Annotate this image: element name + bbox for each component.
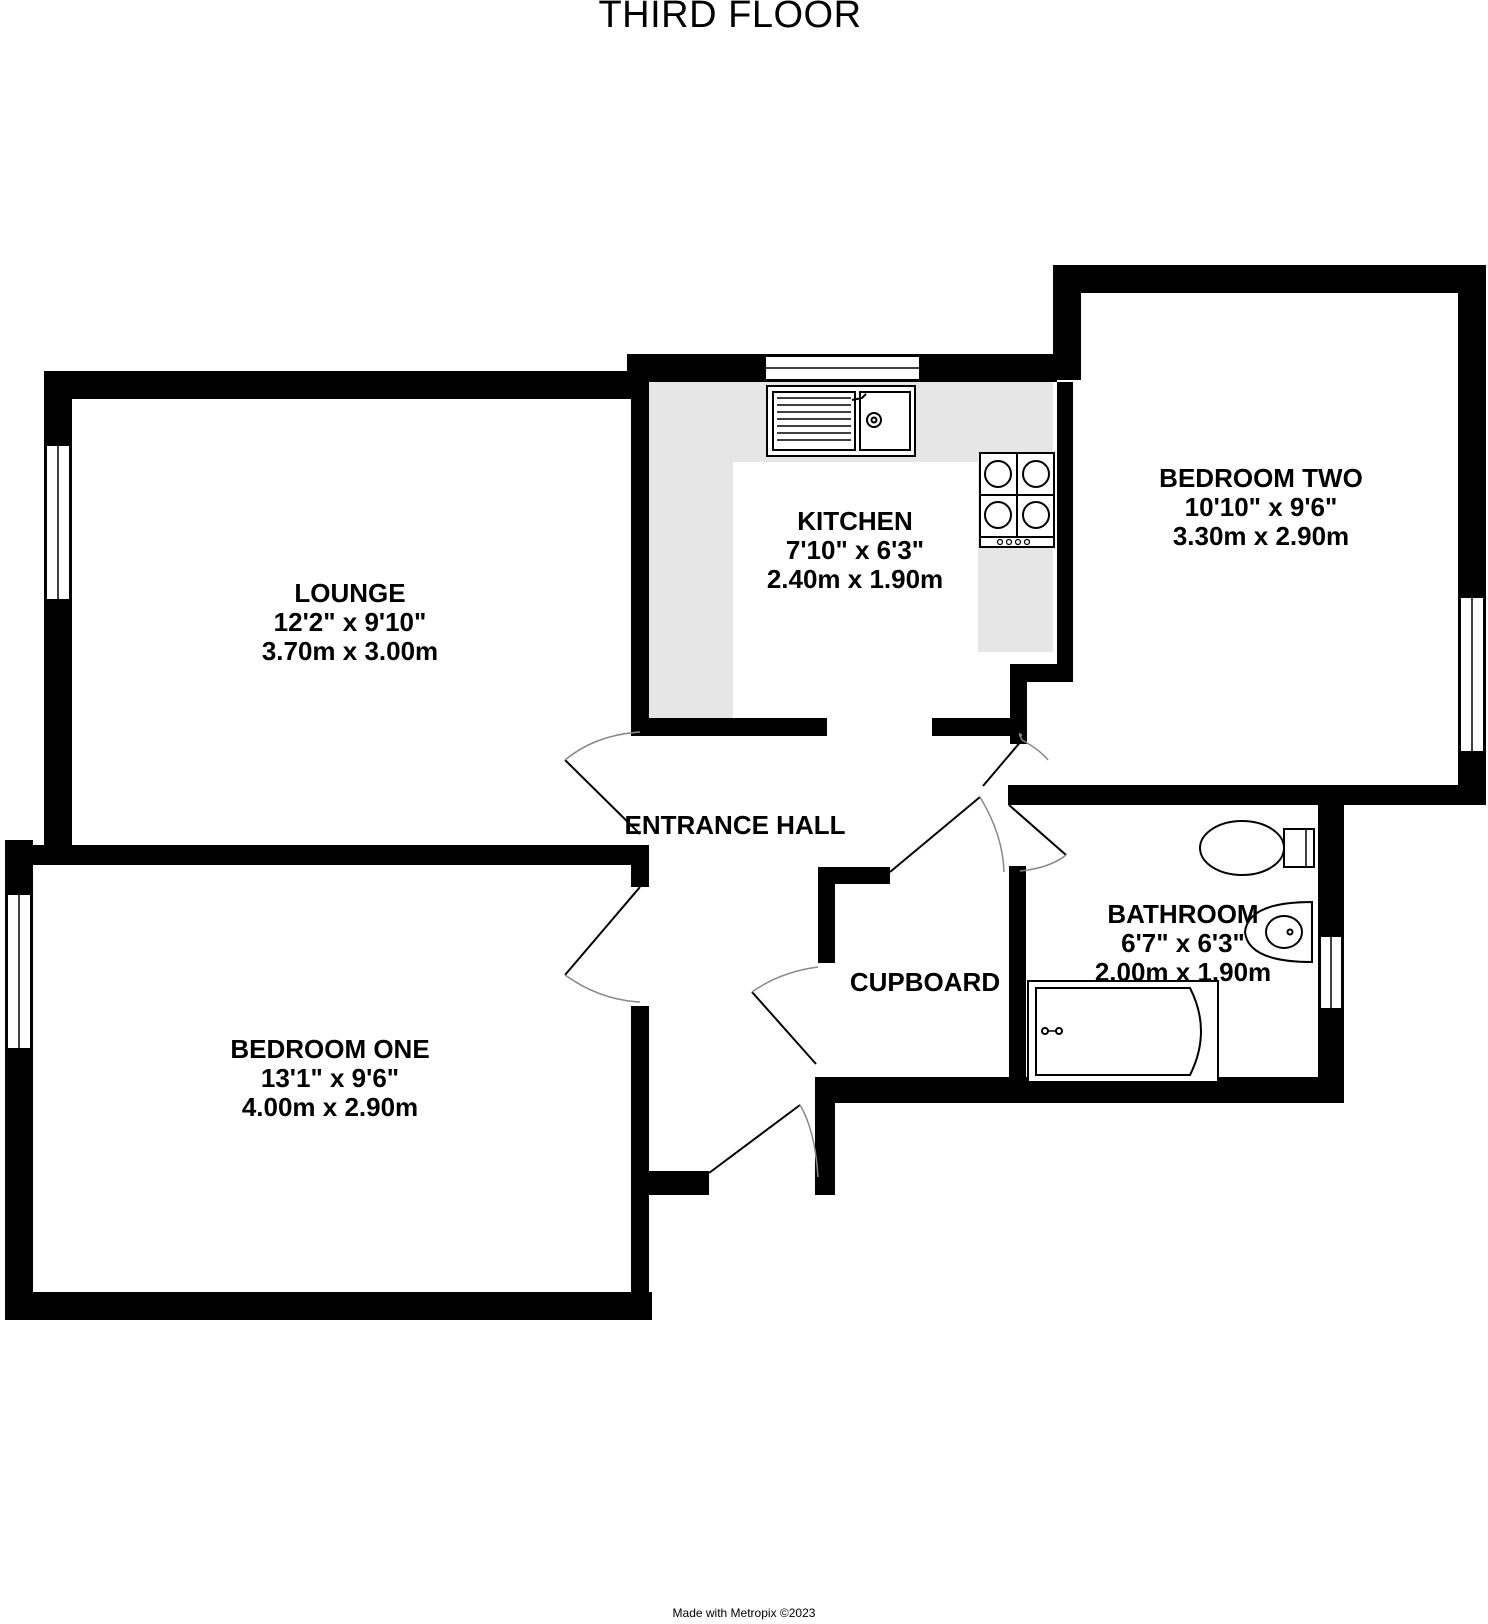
kitchen-name: KITCHEN xyxy=(797,506,913,536)
front-door xyxy=(708,1104,819,1178)
cupboard-swing-door xyxy=(889,796,1005,873)
basin-icon xyxy=(1243,900,1313,964)
bedroom-two-imperial: 10'10" x 9'6" xyxy=(1184,492,1338,522)
bedroom-one-metric: 4.00m x 2.90m xyxy=(241,1092,419,1122)
bedroom-two-wall-bottom xyxy=(1008,785,1486,805)
bedroom-one-door xyxy=(564,886,641,1003)
toilet-icon xyxy=(1199,820,1315,876)
bedroom-one-imperial: 13'1" x 9'6" xyxy=(260,1063,400,1093)
entrance-hall-name: ENTRANCE HALL xyxy=(624,810,846,840)
kitchen-wall-bottom-right xyxy=(932,718,1022,736)
bathroom-name: BATHROOM xyxy=(1107,899,1259,929)
bath-icon xyxy=(1027,980,1219,1083)
lounge-metric: 3.70m x 3.00m xyxy=(261,636,439,666)
floor-title: THIRD FLOOR xyxy=(598,0,862,36)
bathroom-metric: 2.00m x 1.90m xyxy=(1094,957,1272,987)
bathroom-door xyxy=(1008,804,1067,872)
bedroom-two-name: BEDROOM TWO xyxy=(1159,463,1363,493)
room-label-lounge: LOUNGE 12'2" x 9'10" 3.70m x 3.00m xyxy=(230,579,470,666)
lounge-door xyxy=(564,731,641,835)
lounge-imperial: 12'2" x 9'10" xyxy=(273,607,427,637)
kitchen-wall-bottom-left xyxy=(631,718,827,736)
bedroom-two-door xyxy=(982,733,1049,787)
front-door-jamb xyxy=(815,1077,835,1195)
cupboard-door xyxy=(751,966,819,1065)
bedroom-two-wall-left-upper xyxy=(1053,265,1081,380)
lounge-kitchen-wall xyxy=(631,354,649,726)
room-label-bedroom-one: BEDROOM ONE 13'1" x 9'6" 4.00m x 2.90m xyxy=(200,1035,460,1122)
kitchen-metric: 2.40m x 1.90m xyxy=(766,564,944,594)
bedroom-one-name: BEDROOM ONE xyxy=(230,1034,430,1064)
lounge-wall-left xyxy=(44,371,72,848)
room-label-bathroom: BATHROOM 6'7" x 6'3" 2.00m x 1.90m xyxy=(1063,900,1303,987)
credit-footer: Made with Metropix ©2023 xyxy=(672,1606,816,1620)
cupboard-name: CUPBOARD xyxy=(849,967,1001,997)
bathroom-imperial: 6'7" x 6'3" xyxy=(1121,928,1245,958)
doors xyxy=(564,731,1067,1178)
room-label-entrance-hall: ENTRANCE HALL xyxy=(600,811,870,840)
bedroom-two-wall-top xyxy=(1053,265,1480,293)
cupboard-wall-top xyxy=(818,867,890,884)
cupboard-wall-left xyxy=(818,867,835,963)
room-label-kitchen: KITCHEN 7'10" x 6'3" 2.40m x 1.90m xyxy=(735,507,975,594)
kitchen-imperial: 7'10" x 6'3" xyxy=(785,535,925,565)
bedroom-two-wall-left-lower xyxy=(1057,382,1073,678)
bedroom-one-wall-bottom xyxy=(5,1292,652,1320)
lounge-name: LOUNGE xyxy=(294,578,406,608)
bedroom-one-wall-right-upper xyxy=(631,845,649,887)
hob-icon xyxy=(979,452,1055,548)
kitchen-sink-icon xyxy=(766,385,916,457)
room-label-bedroom-two: BEDROOM TWO 10'10" x 9'6" 3.30m x 2.90m xyxy=(1126,464,1396,551)
room-label-cupboard: CUPBOARD xyxy=(835,968,1015,997)
bedroom-two-metric: 3.30m x 2.90m xyxy=(1172,521,1350,551)
bedroom-one-wall-right-lower xyxy=(631,1006,649,1320)
lounge-bedroom-one-wall xyxy=(5,845,648,865)
hall-wall-stub xyxy=(631,1171,709,1195)
bathroom-cupboard-wall xyxy=(1009,866,1026,1086)
lounge-wall-top xyxy=(44,371,640,399)
window-glazing-lines xyxy=(18,367,1473,1049)
